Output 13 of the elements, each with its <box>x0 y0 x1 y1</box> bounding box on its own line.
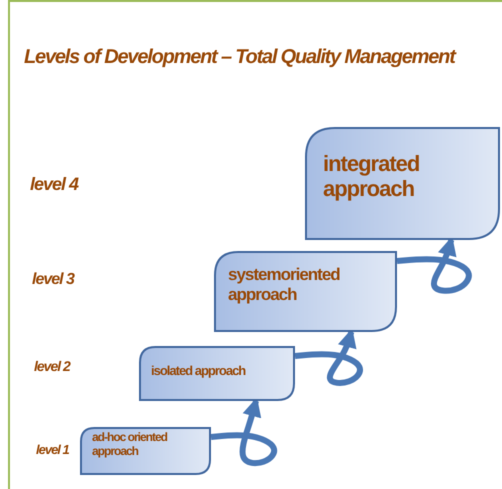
step-box <box>80 427 211 475</box>
step-label: systemoriented approach <box>228 265 341 304</box>
step-label: isolated approach <box>151 364 246 379</box>
step-box <box>305 127 500 240</box>
title: Levels of Development – Total Quality Management <box>24 46 457 69</box>
step-box <box>139 346 295 401</box>
level-label: level 4 <box>30 174 78 195</box>
level-label: level 2 <box>34 358 70 374</box>
level-label: level 1 <box>36 442 69 457</box>
level-label: level 3 <box>32 271 74 289</box>
step-label: ad-hoc oriented approach <box>92 431 168 459</box>
step-label: integrated approach <box>323 151 420 202</box>
step-box <box>214 251 397 332</box>
